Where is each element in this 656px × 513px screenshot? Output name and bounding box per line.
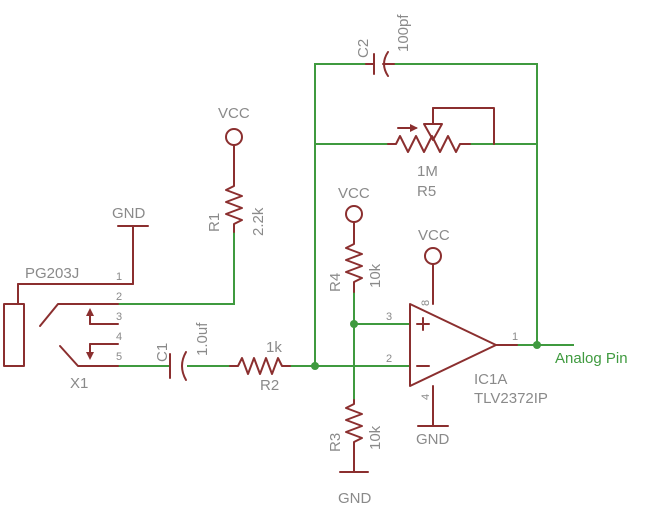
analog-pin-net-label: Analog Pin [555,350,628,367]
opamp-pin-8: 8 [420,300,432,306]
resistor-r4 [345,221,363,293]
wires [117,63,574,401]
jack-name-label: PG203J [25,265,79,282]
vcc-r4-label: VCC [338,185,370,202]
capacitor-c2 [365,51,395,77]
junction-output [533,341,541,349]
r4-name-label: R4 [327,273,344,292]
jack-pin-4: 4 [116,331,122,343]
r2-name-label: R2 [260,377,279,394]
wire-c2-right [393,63,538,346]
jack-pin-3: 3 [116,311,122,323]
c1-name-label: C1 [154,343,171,362]
vcc-r4-terminal [345,205,363,223]
junction-feedback-input [311,362,319,370]
r1-value-label: 2.2k [250,207,267,236]
potentiometer-r5 [387,107,495,153]
ic-value-label: TLV2372IP [474,390,548,407]
r4-value-label: 10k [367,263,384,288]
x1-name-label: X1 [70,375,88,392]
opamp-pin-2: 2 [386,353,392,365]
audio-jack-x1 [3,303,119,367]
r1-name-label: R1 [206,213,223,232]
vcc-r1-terminal [225,128,243,146]
jack-pin-5: 5 [116,351,122,363]
gnd-r3-label: GND [338,490,372,507]
r3-name-label: R3 [327,433,344,452]
wire-r4-to-plus [353,291,411,325]
vcc-r1-label: VCC [218,105,250,122]
r2-value-label: 1k [266,339,282,356]
capacitor-c1 [169,351,187,381]
c1-value-label: 1.0uf [194,322,211,356]
jack-pin-2: 2 [116,291,122,303]
opamp-ic1a [409,263,518,427]
r5-name-label: R5 [417,183,436,200]
resistor-r3 [339,399,369,473]
c2-value-label: 100pf [395,14,412,52]
wire-r1-to-jack [117,231,235,305]
opamp-pin-4: 4 [420,394,432,400]
resistor-r2 [229,357,291,375]
resistor-r1 [225,144,243,233]
gnd-jack-label: GND [112,205,146,222]
c2-name-label: C2 [355,39,372,58]
opamp-pin-1: 1 [512,331,518,343]
r5-value-label: 1M [417,163,438,180]
gnd-opamp-label: GND [416,431,450,448]
ic-name-label: IC1A [474,371,507,388]
vcc-opamp-terminal [424,247,442,265]
gnd-jack-symbol [17,225,149,305]
vcc-opamp-label: VCC [418,227,450,244]
opamp-pin-3: 3 [386,311,392,323]
junction-bias [350,320,358,328]
jack-pin-1: 1 [116,271,122,283]
r3-value-label: 10k [367,425,384,450]
